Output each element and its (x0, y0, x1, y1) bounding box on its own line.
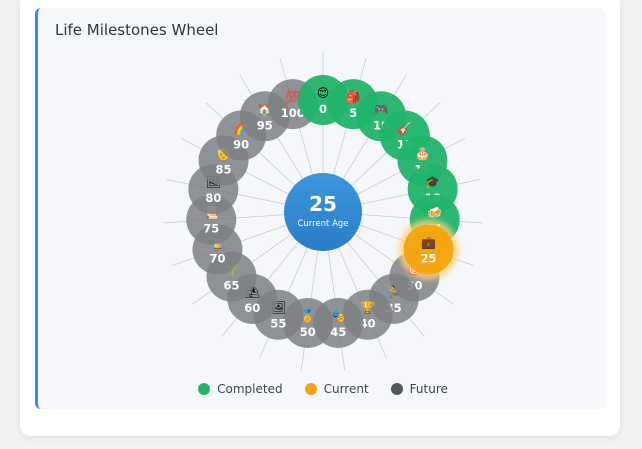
briefcase-icon: 💼 (421, 236, 436, 250)
milestone-age-label: 70 (209, 252, 225, 266)
medal-icon: 🏅 (300, 309, 315, 323)
legend-future: Future (390, 382, 448, 396)
guitar-icon: 🎸 (397, 122, 412, 136)
milestone-age-label: 95 (257, 118, 273, 132)
milestone-age-label: 60 (244, 301, 260, 315)
panel-title: Life Milestones Wheel (55, 21, 219, 39)
legend-label: Future (409, 382, 448, 396)
hundred-icon: 💯 (285, 90, 300, 104)
milestone-age-label: 80 (205, 191, 221, 205)
milestone-age-label: 65 (223, 279, 239, 293)
game-controller-icon: 🎮 (374, 102, 389, 116)
trophy-icon: 🏆 (360, 301, 375, 315)
backpack-icon: 🎒 (346, 90, 361, 104)
milestone-age-label: 50 (300, 325, 316, 339)
milestone-node-25[interactable]: 💼 25 (398, 219, 459, 280)
center-label: Current Age (297, 219, 348, 229)
center-circle (284, 173, 362, 251)
legend: Completed Current Future (38, 382, 608, 396)
center-age: 25 (309, 192, 337, 216)
graduation-cap-icon: 🎓 (425, 175, 440, 189)
current-dot-icon (304, 383, 317, 395)
legend-completed: Completed (198, 382, 283, 396)
milestone-age-label: 55 (270, 317, 286, 331)
theater-masks-icon: 🎭 (331, 309, 346, 323)
legend-label: Current (323, 382, 369, 396)
milestone-age-label: 85 (216, 162, 232, 176)
completed-dot-icon (198, 383, 211, 395)
milestone-nodes: 🎯30🏃35🏆40🎭45🏅50🖼55⛱60🌱65⌛70📜75🖼80👴85🌈90🏠… (186, 75, 460, 348)
milestone-circle (403, 224, 454, 275)
center-hub: 25 Current Age (284, 173, 362, 251)
milestone-age-label: 45 (330, 325, 346, 339)
milestone-age-label: 5 (349, 106, 357, 120)
milestones-panel: Life Milestones Wheel 🎯30🏃35🏆40🎭45🏅50🖼55… (35, 8, 605, 409)
beer-mug-icon: 🍻 (427, 206, 442, 220)
birthday-cake-icon: 🎂 (415, 145, 430, 160)
runner-icon: 🏃 (386, 285, 401, 299)
legend-current: Current (304, 382, 369, 396)
milestone-age-label: 25 (421, 252, 437, 266)
milestones-wheel: 🎯30🏃35🏆40🎭45🏅50🖼55⛱60🌱65⌛70📜75🖼80👴85🌈90🏠… (163, 52, 483, 371)
milestone-age-label: 0 (319, 102, 327, 116)
baby-face-icon: 😊 (317, 86, 330, 100)
milestone-age-label: 40 (360, 317, 376, 331)
legend-label: Completed (217, 382, 283, 396)
future-dot-icon (390, 383, 403, 395)
milestone-age-label: 90 (233, 138, 249, 152)
milestone-age-label: 75 (203, 222, 219, 236)
milestone-age-label: 100 (281, 106, 305, 120)
